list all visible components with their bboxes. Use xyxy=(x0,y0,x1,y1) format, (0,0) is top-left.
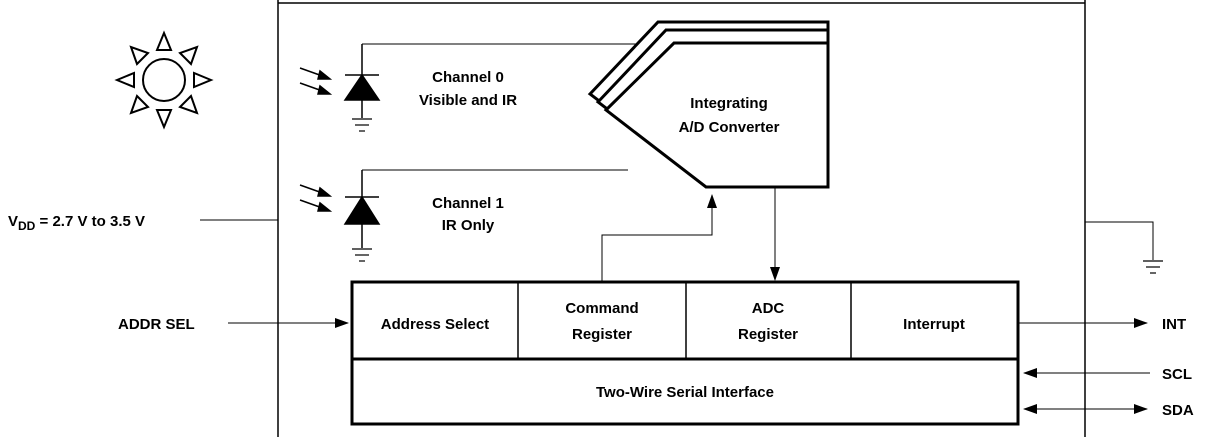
channel1-label-line2: IR Only xyxy=(442,217,495,234)
command-to-converter-wire xyxy=(601,194,717,282)
sun-icon xyxy=(114,30,214,130)
channel0-label-line2: Visible and IR xyxy=(419,92,517,109)
channel1-label-line1: Channel 1 xyxy=(432,195,504,212)
address-select-label: Address Select xyxy=(381,316,489,333)
vdd-label: VDD = 2.7 V to 3.5 V xyxy=(8,213,145,233)
ground-wire xyxy=(1085,221,1154,260)
adc-register-label-line2: Register xyxy=(738,326,798,343)
adc-register-label-line1: ADC xyxy=(752,300,785,317)
register-bank xyxy=(350,280,1020,426)
ground-icon xyxy=(1143,260,1163,274)
scl-pin-label: SCL xyxy=(1162,366,1192,383)
interrupt-label: Interrupt xyxy=(903,316,965,333)
ground-icon xyxy=(352,248,372,262)
converter-label-line1: Integrating xyxy=(690,95,768,112)
photodiode-icon xyxy=(299,170,381,248)
addr-sel-pin-label: ADDR SEL xyxy=(118,316,195,333)
chip-outline xyxy=(277,0,1086,437)
int-pin-label: INT xyxy=(1162,316,1186,333)
channel0-label-line1: Channel 0 xyxy=(432,69,504,86)
command-register-label-line2: Register xyxy=(572,326,632,343)
sda-pin-label: SDA xyxy=(1162,402,1194,419)
ground-icon xyxy=(352,118,372,132)
converter-label-line2: A/D Converter xyxy=(679,119,780,136)
command-register-label-line1: Command xyxy=(565,300,638,317)
photodiode-icon xyxy=(299,44,381,118)
ad-converter-block xyxy=(587,20,830,189)
serial-interface-label: Two-Wire Serial Interface xyxy=(596,384,774,401)
